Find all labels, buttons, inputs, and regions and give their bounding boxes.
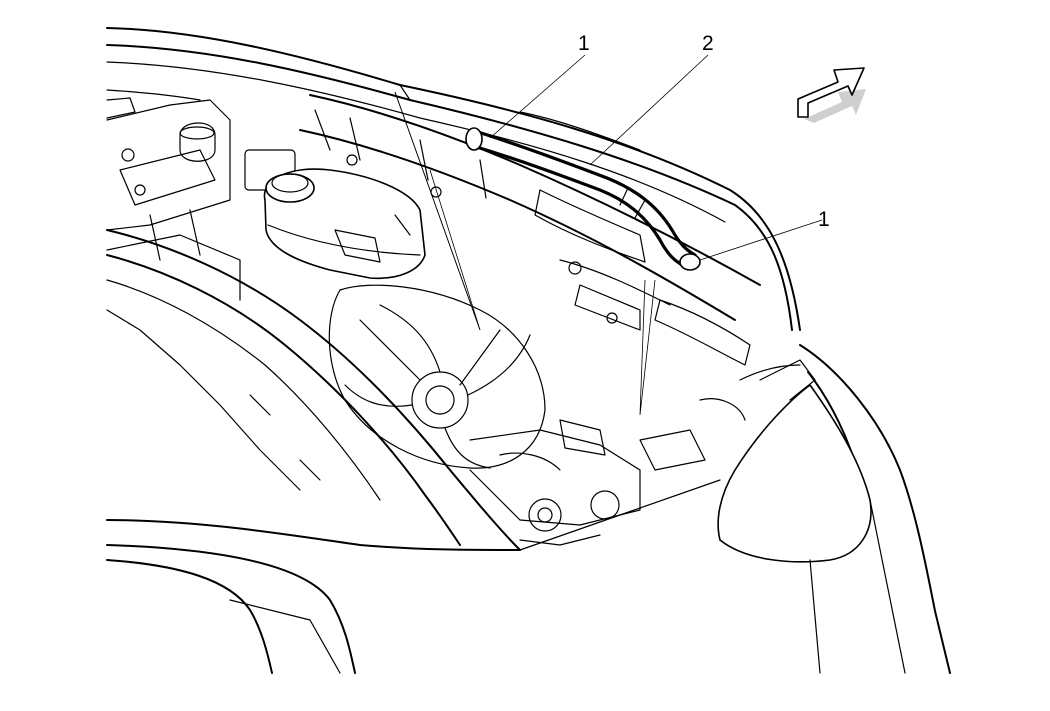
left-engine-bay-components bbox=[106, 89, 296, 301]
upper-radiator-hose bbox=[465, 127, 701, 271]
radiator-support bbox=[299, 94, 761, 366]
leader-lines bbox=[394, 54, 823, 416]
lower-engine-components bbox=[469, 398, 746, 546]
hood-outline bbox=[106, 27, 801, 331]
arrow-up-right-icon bbox=[797, 67, 866, 123]
callout-label-1-clamp-upper: 1 bbox=[578, 32, 590, 55]
coolant-reservoir bbox=[263, 168, 426, 280]
left-fender-and-cowl bbox=[106, 229, 721, 674]
callout-label-2-hose: 2 bbox=[702, 32, 714, 55]
front-fascia bbox=[717, 344, 951, 674]
cooling-fan bbox=[328, 284, 546, 469]
callout-label-1-clamp-lower: 1 bbox=[818, 208, 830, 231]
